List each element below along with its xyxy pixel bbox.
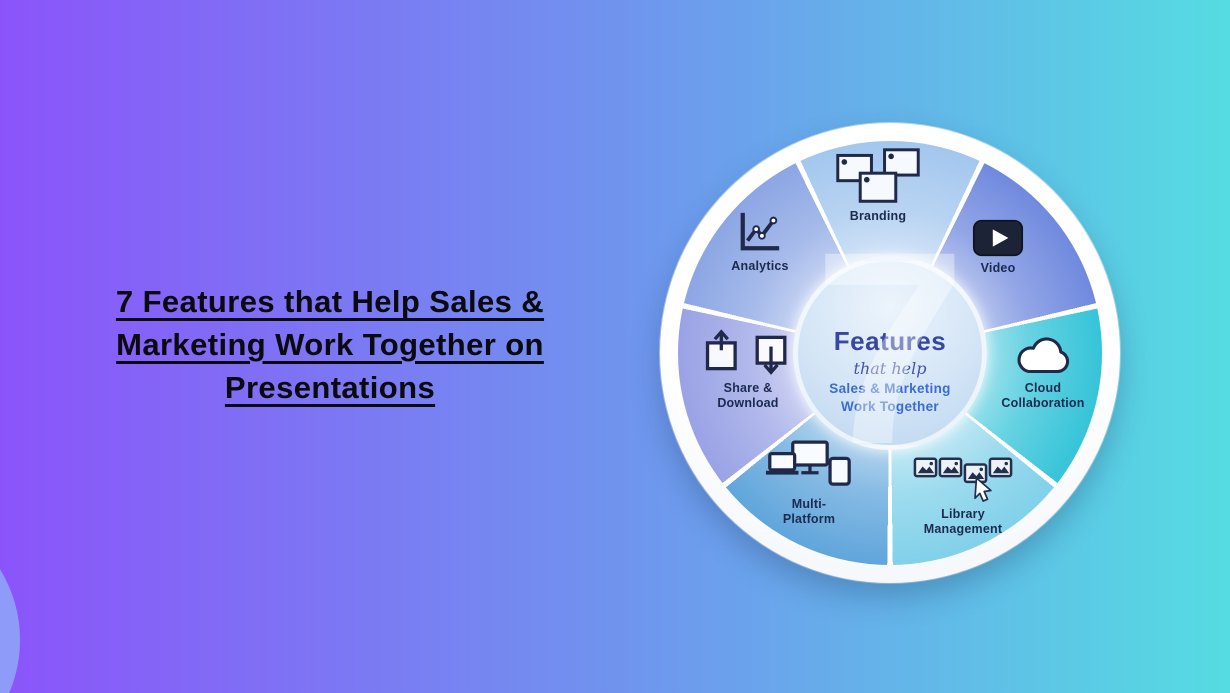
segment-label: Multi- Platform <box>782 497 836 526</box>
segment-label: Analytics <box>731 259 789 273</box>
share-download-icon <box>702 329 794 377</box>
segment-cloud-collaboration: Cloud Collaboration <box>978 335 1108 411</box>
wheel-center-circle: Features that help Sales & Marketing Wor… <box>793 256 987 450</box>
center-line-1: Sales & Marketing <box>829 381 951 396</box>
segment-label: Library Management <box>923 507 1003 536</box>
segment-branding: Branding <box>810 147 946 224</box>
video-play-icon <box>972 219 1024 257</box>
center-line-2: Work Together <box>841 399 939 414</box>
segment-label: Cloud Collaboration <box>1001 381 1085 410</box>
cloud-icon <box>1012 335 1074 377</box>
features-wheel: 7 Features that help Sales & Marketing W… <box>660 123 1120 583</box>
center-subheading: that help <box>853 359 927 378</box>
segment-video: Video <box>938 219 1058 276</box>
segment-library-management: Library Management <box>898 453 1028 537</box>
image-library-icon <box>913 453 1013 503</box>
segment-share-download: Share & Download <box>688 329 808 411</box>
page-title-line-1: 7 Features that Help Sales & <box>115 284 545 319</box>
segment-label: Share & Download <box>717 381 779 410</box>
page-title-line-2: Marketing Work Together on <box>116 326 544 362</box>
devices-icon <box>765 439 853 493</box>
branding-slides-icon <box>834 147 922 205</box>
page-title: 7 Features that Help Sales & Marketing W… <box>40 281 620 409</box>
segment-analytics: Analytics <box>700 209 820 274</box>
center-heading: Features <box>833 326 947 356</box>
segment-label: Video <box>980 261 1016 275</box>
page-title-line-3: Presentations <box>224 369 436 405</box>
segment-multi-platform: Multi- Platform <box>749 439 869 527</box>
decorative-ring-bottom-left <box>0 505 20 693</box>
line-chart-icon <box>735 209 785 255</box>
wheel-center-text: Features that help Sales & Marketing Wor… <box>829 326 950 414</box>
segment-label: Branding <box>849 209 907 223</box>
